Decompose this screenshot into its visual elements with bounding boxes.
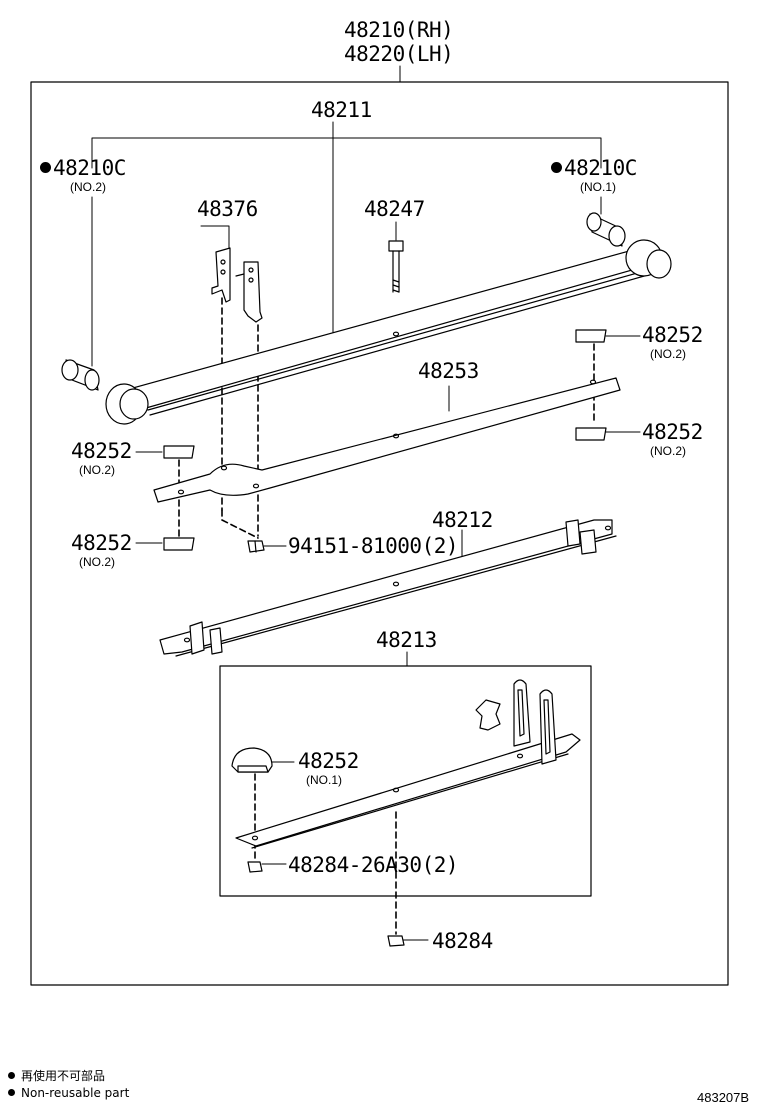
callout-48284-26a30: 48284-26A30(2) — [288, 853, 459, 877]
pad-left-upper — [163, 445, 195, 459]
callout-48284: 48284 — [432, 929, 493, 953]
callout-pad-right-lower: 48252 — [642, 420, 703, 444]
assembly-number-rh: 48210(RH) — [344, 18, 454, 42]
callout-48253: 48253 — [418, 359, 479, 383]
bushing-left — [61, 359, 100, 391]
callout-94151: 94151-81000(2) — [288, 534, 459, 558]
legend-jp-text: 再使用不可部品 — [21, 1069, 106, 1083]
legend-dot-icon — [8, 1089, 15, 1096]
pad-right-lower — [575, 427, 607, 441]
callout-48247: 48247 — [364, 197, 425, 221]
callout-pad-top-right: 48252 — [642, 323, 703, 347]
subassembly-frame — [219, 665, 592, 897]
clip-48376 — [211, 247, 263, 323]
bushing-right — [586, 212, 626, 247]
callout-48213: 48213 — [376, 628, 437, 652]
callout-bushing-right: 48210C — [551, 158, 637, 179]
legend-en-text: Non-reusable part — [21, 1086, 130, 1100]
legend-jp: 再使用不可部品 — [8, 1070, 105, 1082]
callout-bushing-left-sub: (NO.2) — [70, 180, 106, 194]
leaf-48213 — [235, 679, 581, 849]
callout-bushing-left-number: 48210C — [53, 156, 126, 180]
legend-en: Non-reusable part — [8, 1087, 129, 1099]
legend-dot-icon — [8, 1072, 15, 1079]
assembly-number-lh: 48220(LH) — [344, 42, 454, 66]
nut-48284 — [387, 935, 405, 947]
callout-pad-right-lower-sub: (NO.2) — [650, 444, 686, 458]
callout-pad-left-lower-sub: (NO.2) — [79, 555, 115, 569]
callout-pad-left-lower: 48252 — [71, 531, 132, 555]
pad-top-right — [575, 329, 607, 343]
callout-bushing-right-sub: (NO.1) — [580, 180, 616, 194]
pad-no1 — [231, 747, 273, 773]
callout-48376: 48376 — [197, 197, 258, 221]
callout-48212: 48212 — [432, 508, 493, 532]
assembly-frame — [30, 81, 729, 986]
non-reusable-dot-icon — [551, 161, 562, 173]
callout-pad-top-right-sub: (NO.2) — [650, 347, 686, 361]
callout-bushing-right-number: 48210C — [564, 156, 637, 180]
callout-bushing-left: 48210C — [40, 158, 126, 179]
callout-pad-left-upper-sub: (NO.2) — [79, 463, 115, 477]
leaf-48253 — [153, 377, 621, 503]
nut-94151 — [247, 540, 265, 553]
figure-id: 483207B — [697, 1090, 750, 1105]
callout-pad-left-upper: 48252 — [71, 439, 132, 463]
callout-pad-no1: 48252 — [298, 749, 359, 773]
callout-pad-no1-sub: (NO.1) — [306, 773, 342, 787]
leaf-48212 — [159, 519, 617, 657]
main-leaf-48211 — [105, 239, 672, 425]
leader-lines — [91, 65, 641, 941]
pad-left-lower — [163, 537, 195, 551]
nut-48284-26a30 — [247, 861, 263, 873]
callout-48211: 48211 — [311, 98, 372, 122]
center-bolt-48247 — [388, 240, 404, 293]
non-reusable-dot-icon — [40, 161, 51, 173]
